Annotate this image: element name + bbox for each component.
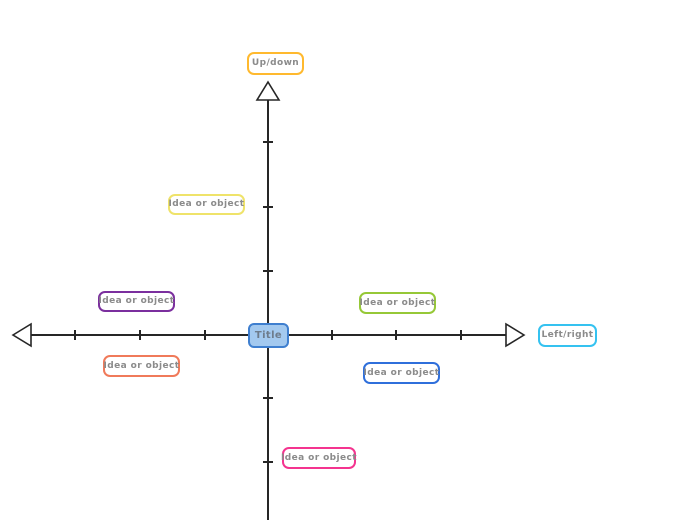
- left-arrowhead-icon: [11, 322, 32, 348]
- idea-node-blue-text: Idea or object: [363, 367, 440, 378]
- title-node-text: Title: [254, 329, 283, 341]
- idea-node-purple-text: Idea or object: [98, 296, 175, 306]
- idea-node-pink-text: Idea or object: [281, 452, 357, 463]
- horizontal-axis-label-text: Left/right: [541, 330, 594, 340]
- idea-node-green[interactable]: Idea or object: [359, 292, 436, 314]
- title-node[interactable]: Title: [248, 323, 289, 348]
- up-arrowhead-icon: [255, 80, 281, 101]
- idea-node-red-text: Idea or object: [103, 360, 180, 371]
- vertical-axis-label[interactable]: Up/down: [247, 52, 304, 75]
- idea-node-green-text: Idea or object: [359, 297, 436, 308]
- idea-node-pink[interactable]: Idea or object: [281, 447, 357, 469]
- right-arrowhead-icon: [505, 322, 526, 348]
- idea-node-blue[interactable]: Idea or object: [363, 362, 440, 384]
- idea-node-red[interactable]: Idea or object: [103, 355, 180, 377]
- vertical-axis-label-text: Up/down: [251, 58, 300, 68]
- horizontal-axis-label[interactable]: Left/right: [538, 324, 597, 347]
- idea-node-yellow[interactable]: Idea or object: [168, 194, 245, 215]
- idea-node-yellow-text: Idea or object: [168, 199, 245, 209]
- idea-node-purple[interactable]: Idea or object: [98, 291, 175, 312]
- axes-group: [11, 80, 526, 520]
